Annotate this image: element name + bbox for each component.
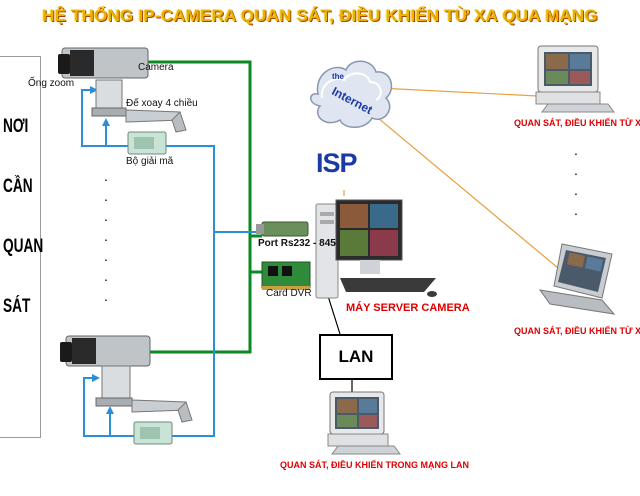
left-word-3: QUAN [3, 236, 44, 257]
camera-top-graphic [58, 47, 187, 133]
port-board-graphic [256, 221, 309, 237]
internet-cloud [310, 60, 393, 128]
card-dvr-label: Card DVR [266, 288, 312, 299]
diagram-title: HỆ THỐNG IP-CAMERA QUAN SÁT, ĐIỀU KHIỂN … [42, 6, 598, 25]
blue-arrow-3 [106, 406, 114, 414]
server-monitor-graphic [335, 199, 437, 297]
remote-pc-top-graphic [535, 45, 615, 113]
left-panel [0, 56, 41, 438]
left-word-2: CẦN [3, 176, 33, 197]
blue-arrow-1 [102, 118, 110, 126]
left-word-4: SÁT [3, 296, 31, 317]
lan-box: LAN [319, 334, 393, 380]
remote-mid-label: QUAN SÁT, ĐIỀU KHIỂN TỪ XA [514, 326, 640, 336]
camera-bottom-graphic [60, 335, 193, 423]
green-wire-bottom [150, 270, 262, 354]
blue-wire-bot-1 [172, 232, 215, 437]
lan-pc-graphic [327, 391, 401, 455]
camera-label: Camera [138, 62, 174, 73]
ong-zoom-label: Ống zoom [28, 78, 75, 89]
dvr-card-graphic [261, 261, 311, 290]
server-tower-graphic [315, 203, 339, 299]
blue-wire-top-1 [166, 145, 215, 232]
left-word-1: NƠI [3, 116, 29, 137]
orange-link-mid [377, 117, 559, 269]
server-lan-line [327, 295, 341, 335]
remote-laptop-graphic [538, 243, 616, 315]
de-xoay-label: Đế xoay 4 chiều [126, 98, 198, 109]
remote-top-label: QUAN SÁT, ĐIỀU KHIỂN TỪ XA [514, 118, 640, 128]
orange-link-top [377, 87, 539, 97]
blue-arrow-4 [92, 374, 100, 382]
decoder-top-graphic [127, 131, 167, 155]
green-wire-top [148, 60, 262, 238]
blue-arrow-2 [90, 86, 98, 94]
server-label: MÁY SERVER CAMERA [346, 302, 470, 314]
bo-giai-ma-label: Bộ giải mã [126, 156, 174, 167]
port-label: Port Rs232 - 845 [258, 238, 336, 249]
remote-ellipsis: .... [574, 142, 578, 218]
isp-label: ISP [316, 148, 358, 178]
lan-client-label: QUAN SÁT, ĐIỀU KHIỂN TRONG MẠNG LAN [280, 460, 469, 470]
camera-ellipsis: ....... [104, 168, 108, 304]
internet-the: the [332, 72, 344, 81]
decoder-bottom-graphic [133, 421, 173, 445]
